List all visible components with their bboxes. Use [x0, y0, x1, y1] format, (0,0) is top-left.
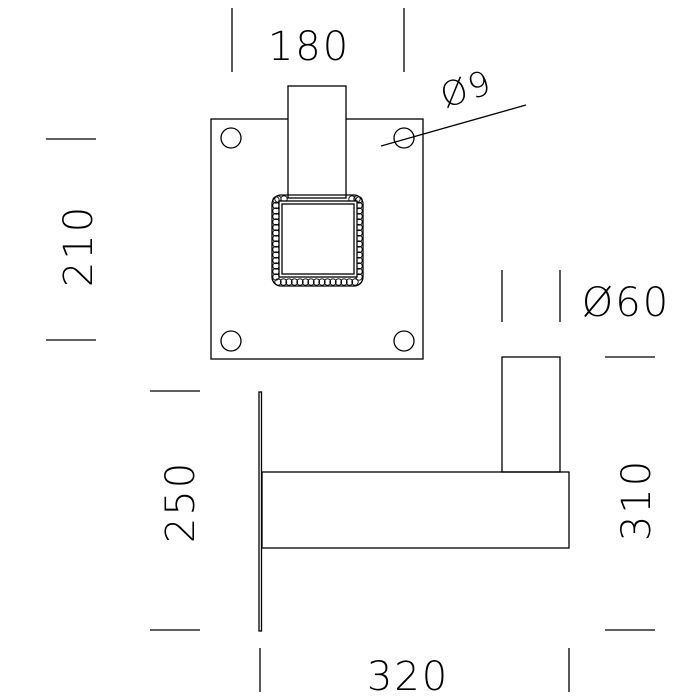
- weld-bead: [312, 278, 321, 286]
- horizontal-arm: [261, 471, 570, 549]
- dimension-labels: 180 210 Ø9 Ø60 250 310 320: [56, 24, 670, 700]
- dim-arm-length: 320: [367, 654, 449, 700]
- bolt-hole-icon: [393, 330, 415, 352]
- weld-bead: [279, 278, 288, 286]
- bolt-hole-icon: [220, 330, 242, 352]
- side-view: [258, 356, 570, 632]
- front-view: [210, 85, 527, 360]
- weld-bead: [301, 278, 310, 286]
- weld-beads: [272, 195, 363, 286]
- weld-bead: [345, 278, 354, 286]
- weld-bead: [296, 278, 304, 286]
- weld-bead: [334, 278, 343, 286]
- weld-bead: [290, 278, 299, 286]
- tube-section-inner: [281, 203, 355, 275]
- dim-hole-diameter: Ø9: [435, 62, 497, 116]
- dim-arm-height: 310: [614, 459, 660, 541]
- weld-bead: [323, 278, 332, 286]
- dimension-lines: [46, 8, 655, 692]
- bolt-hole-icon: [393, 127, 415, 149]
- bolt-hole-icon: [220, 127, 242, 149]
- weld-bead: [318, 278, 326, 286]
- weld-bead: [340, 278, 348, 286]
- tube-section-outer: [278, 200, 358, 278]
- side-plate: [258, 391, 263, 632]
- dim-tube-diameter: Ø60: [582, 280, 670, 326]
- tube-top: [287, 85, 347, 199]
- weld-bead: [285, 278, 293, 286]
- weld-outer: [271, 194, 364, 287]
- dim-plate-height: 210: [56, 205, 102, 287]
- weld-bead: [307, 278, 315, 286]
- dim-side-height: 250: [158, 461, 204, 543]
- vertical-tube: [501, 356, 561, 473]
- dim-plate-width: 180: [268, 24, 350, 70]
- hole-leader-line: [380, 104, 527, 147]
- weld-bead: [329, 278, 337, 286]
- weld-bead: [351, 278, 359, 286]
- weld-bead: [274, 278, 282, 286]
